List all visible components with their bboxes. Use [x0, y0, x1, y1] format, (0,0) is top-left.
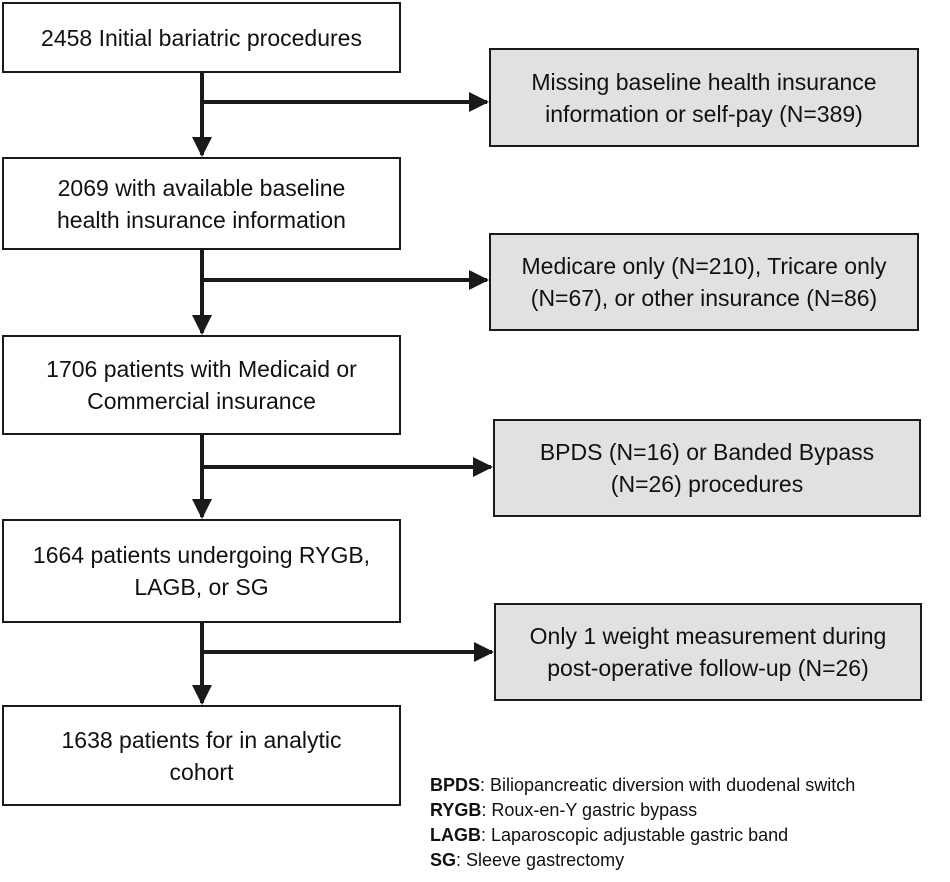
main-box-insurance-available: 2069 with available baseline health insu… [2, 157, 401, 250]
legend-definition: : Laparoscopic adjustable gastric band [481, 825, 789, 845]
main-box-analytic-cohort: 1638 patients for in analytic cohort [2, 705, 401, 806]
box-text-line: Missing baseline health insurance [531, 68, 877, 95]
box-text-line: health insurance information [57, 206, 346, 233]
box-text-line: 1706 patients with Medicaid or [46, 356, 357, 382]
exclusion-box-procedure-type: BPDS (N=16) or Banded Bypass (N=26) proc… [493, 419, 921, 517]
box-text-line: Only 1 weight measurement during [529, 623, 887, 649]
exclusion-box-weight-measurement: Only 1 weight measurement during post-op… [494, 603, 922, 701]
legend-definition: : Sleeve gastrectomy [456, 850, 625, 870]
box-text-line: Medicare only (N=210), Tricare only [521, 253, 887, 279]
main-box-medicaid-commercial: 1706 patients with Medicaid or Commercia… [2, 335, 401, 435]
abbreviation-legend: BPDS: Biliopancreatic diversion with duo… [430, 773, 855, 873]
box-text-line: 1664 patients undergoing RYGB, [32, 542, 371, 568]
box-text-line: Commercial insurance [87, 388, 316, 414]
legend-row-lagb: LAGB: Laparoscopic adjustable gastric ba… [430, 823, 855, 848]
legend-term: LAGB [430, 825, 481, 845]
exclusion-box-missing-insurance: Missing baseline health insurance inform… [489, 48, 919, 147]
box-text-line: (N=26) procedures [610, 471, 804, 497]
box-text-line: information or self-pay (N=389) [545, 100, 863, 127]
box-text-line: 1638 patients for in analytic [61, 726, 342, 753]
box-text-line: (N=67), or other insurance (N=86) [530, 285, 878, 311]
box-text-line: 2458 Initial bariatric procedures [41, 24, 362, 51]
box-text-line: post-operative follow-up (N=26) [547, 655, 869, 681]
legend-row-rygb: RYGB: Roux-en-Y gastric bypass [430, 798, 855, 823]
legend-definition: : Biliopancreatic diversion with duodena… [480, 775, 856, 795]
legend-term: SG [430, 850, 457, 870]
legend-definition: : Roux-en-Y gastric bypass [481, 800, 698, 820]
main-box-procedures: 1664 patients undergoing RYGB, LAGB, or … [2, 519, 401, 623]
legend-row-sg: SG: Sleeve gastrectomy [430, 848, 855, 873]
legend-row-bpds: BPDS: Biliopancreatic diversion with duo… [430, 773, 855, 798]
legend-term: BPDS [430, 775, 481, 795]
box-text-line: LAGB, or SG [134, 574, 269, 600]
exclusion-box-other-insurance: Medicare only (N=210), Tricare only (N=6… [489, 233, 919, 331]
main-box-initial: 2458 Initial bariatric procedures [2, 2, 401, 73]
box-text-line: 2069 with available baseline [57, 174, 346, 201]
box-text-line: BPDS (N=16) or Banded Bypass [539, 439, 875, 465]
legend-term: RYGB [430, 800, 482, 820]
box-text-line: cohort [169, 758, 234, 785]
